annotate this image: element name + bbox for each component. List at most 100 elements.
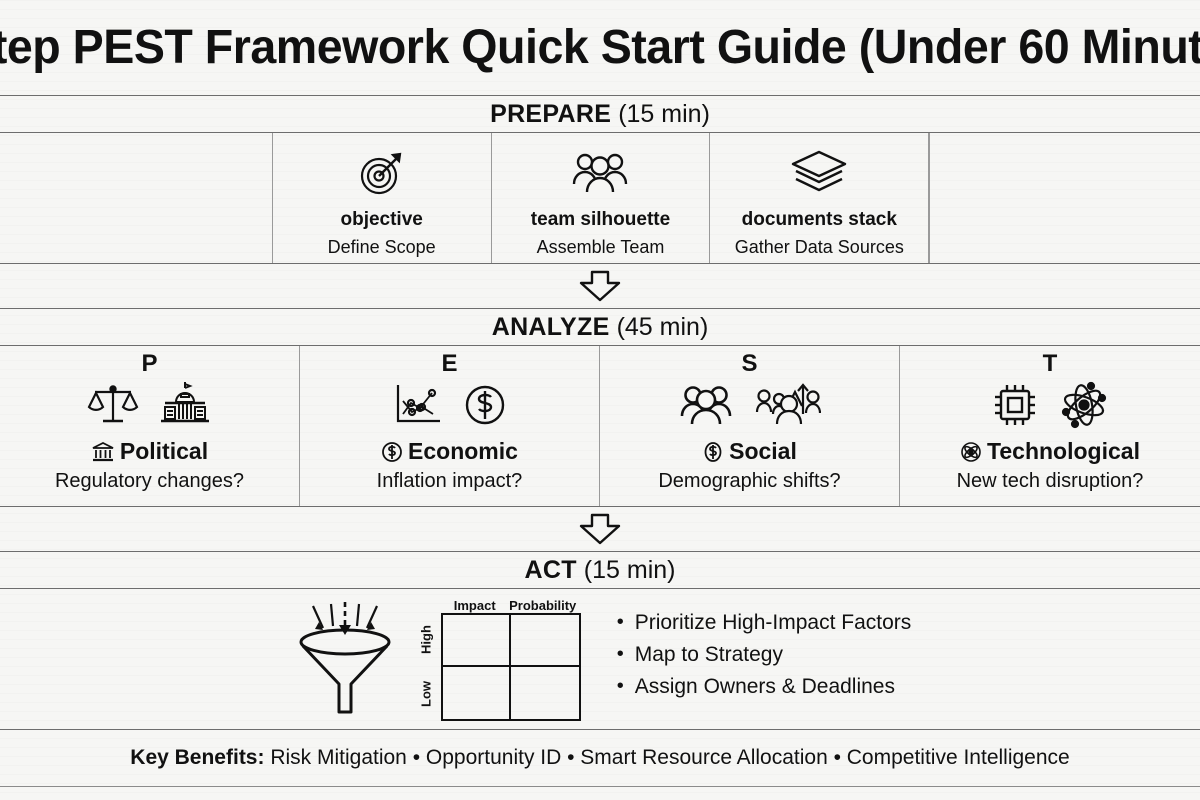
matrix-header-impact: Impact bbox=[453, 597, 496, 613]
analyze-item-political[interactable]: P bbox=[0, 346, 300, 506]
prepare-label-2: Gather Data Sources bbox=[734, 237, 904, 257]
prepare-icon-label-2: documents stack bbox=[741, 209, 897, 230]
matrix-cell-low-impact[interactable] bbox=[443, 666, 511, 719]
analyze-icons-technological bbox=[990, 378, 1110, 432]
divider-analyze-bottom bbox=[0, 506, 1200, 507]
phase-header-prepare: PREPARE (15 min) bbox=[0, 96, 1200, 132]
matrix-row-label-low: Low bbox=[418, 680, 434, 707]
page-title: 3-Step PEST Framework Quick Start Guide … bbox=[0, 21, 1200, 74]
atom-icon bbox=[1061, 381, 1107, 429]
dollar-circle-icon bbox=[382, 441, 402, 462]
prepare-item-gather-data[interactable]: documents stack Gather Data Sources bbox=[710, 133, 930, 263]
divider-act-bottom bbox=[0, 729, 1200, 730]
act-row: Impact Probability High Low bbox=[0, 589, 1200, 729]
arrow-analyze-to-act bbox=[0, 507, 1200, 551]
analyze-title-text-social: Social bbox=[729, 438, 797, 464]
line-chart-icon bbox=[396, 385, 440, 423]
atom-small-icon bbox=[961, 441, 981, 462]
prepare-label-1: Assemble Team bbox=[536, 237, 665, 257]
scales-icon bbox=[87, 385, 138, 423]
act-bullet-0: Prioritize High-Impact Factors bbox=[617, 611, 912, 635]
divider-analyze-top bbox=[0, 345, 1200, 346]
divider-act-header-top bbox=[0, 551, 1200, 552]
analyze-icons-political bbox=[87, 378, 213, 432]
analyze-letter-E: E bbox=[441, 350, 458, 377]
phase-header-act: ACT (15 min) bbox=[0, 552, 1200, 588]
key-benefits-list: Risk Mitigation • Opportunity ID • Smart… bbox=[264, 746, 1070, 769]
divider-prepare-bottom bbox=[0, 263, 1200, 264]
divider-prepare-top bbox=[0, 132, 1200, 133]
matrix-row-label-high: High bbox=[418, 625, 434, 654]
analyze-item-social[interactable]: S bbox=[600, 346, 900, 506]
matrix-grid[interactable] bbox=[440, 612, 581, 721]
analyze-letter-T: T bbox=[1042, 350, 1058, 377]
act-bullet-list: Prioritize High-Impact Factors Map to St… bbox=[617, 611, 912, 707]
people-group-icon bbox=[680, 386, 731, 425]
matrix-cell-high-impact[interactable] bbox=[442, 614, 511, 667]
analyze-question-economic: Inflation impact? bbox=[376, 470, 523, 492]
dollar-circle-icon bbox=[465, 385, 504, 425]
prepare-label-0: Define Scope bbox=[327, 237, 436, 257]
prepare-icon-label-0: objective bbox=[340, 209, 423, 230]
analyze-question-political: Regulatory changes? bbox=[54, 470, 244, 492]
analyze-title-text-technological: Technological bbox=[987, 438, 1140, 464]
prepare-item-define-scope[interactable]: objective Define Scope bbox=[273, 133, 492, 263]
analyze-icons-social bbox=[679, 378, 821, 432]
analyze-question-technological: New tech disruption? bbox=[956, 470, 1144, 492]
impact-probability-matrix: Impact Probability High Low bbox=[415, 598, 581, 721]
phase-time-analyze: (45 min) bbox=[616, 312, 709, 341]
down-arrow-outline-icon bbox=[579, 513, 621, 545]
funnel-icon bbox=[299, 602, 391, 714]
phase-header-analyze: ANALYZE (45 min) bbox=[0, 309, 1200, 345]
analyze-item-economic[interactable]: E bbox=[300, 346, 600, 506]
key-benefits-label: Key Benefits: bbox=[130, 746, 265, 769]
prepare-right-pad bbox=[929, 133, 1200, 263]
prepare-icon-label-1: team silhouette bbox=[530, 209, 671, 230]
analyze-title-text-political: Political bbox=[119, 438, 209, 464]
phase-time-act: (15 min) bbox=[583, 555, 676, 584]
analyze-row: P bbox=[0, 346, 1200, 506]
divider-under-title bbox=[0, 95, 1200, 96]
target-icon bbox=[357, 147, 407, 199]
bank-icon bbox=[92, 441, 114, 461]
analyze-icons-economic bbox=[392, 378, 508, 432]
key-benefits-text: Key Benefits: Risk Mitigation • Opportun… bbox=[130, 746, 1069, 770]
analyze-letter-P: P bbox=[141, 350, 158, 377]
phase-name-analyze: ANALYZE bbox=[491, 312, 610, 341]
phase-name-prepare: PREPARE bbox=[490, 99, 612, 128]
analyze-title-technological: Technological bbox=[960, 438, 1140, 465]
analyze-item-technological[interactable]: T bbox=[900, 346, 1200, 506]
prepare-left-pad bbox=[0, 133, 273, 263]
divider-footer-bottom bbox=[0, 786, 1200, 787]
capitol-building-icon bbox=[160, 382, 209, 423]
crowd-growth-icon bbox=[755, 383, 821, 425]
matrix-body: High Low bbox=[415, 612, 581, 721]
matrix-column-headers: Impact Probability bbox=[441, 598, 577, 613]
analyze-title-political: Political bbox=[91, 438, 208, 465]
prepare-item-assemble-team[interactable]: team silhouette Assemble Team bbox=[492, 133, 711, 263]
analyze-question-social: Demographic shifts? bbox=[658, 470, 841, 492]
matrix-cell-low-probability[interactable] bbox=[511, 667, 579, 719]
divider-act-top bbox=[0, 588, 1200, 589]
divider-analyze-header-top bbox=[0, 308, 1200, 309]
act-content: Impact Probability High Low bbox=[289, 598, 912, 721]
prepare-row: objective Define Scope team silhouette A… bbox=[0, 133, 1200, 263]
act-bullet-1: Map to Strategy bbox=[617, 643, 912, 667]
title-area: 3-Step PEST Framework Quick Start Guide … bbox=[0, 0, 1200, 95]
key-benefits-band: Key Benefits: Risk Mitigation • Opportun… bbox=[0, 730, 1200, 786]
team-silhouette-icon bbox=[569, 147, 631, 199]
analyze-title-economic: Economic bbox=[381, 438, 518, 465]
analyze-letter-S: S bbox=[741, 350, 758, 377]
matrix-header-probability: Probability bbox=[509, 597, 577, 613]
matrix-cell-high-probability[interactable] bbox=[510, 615, 579, 667]
down-arrow-outline-icon bbox=[579, 270, 621, 302]
matrix-row-labels: High Low bbox=[415, 613, 437, 721]
dollar-circle-icon bbox=[704, 441, 722, 462]
documents-stack-icon bbox=[788, 147, 850, 199]
phase-time-prepare: (15 min) bbox=[618, 99, 710, 128]
analyze-title-social: Social bbox=[702, 438, 797, 465]
analyze-title-text-economic: Economic bbox=[408, 438, 518, 464]
phase-name-act: ACT bbox=[524, 555, 577, 584]
arrow-prepare-to-analyze bbox=[0, 264, 1200, 308]
